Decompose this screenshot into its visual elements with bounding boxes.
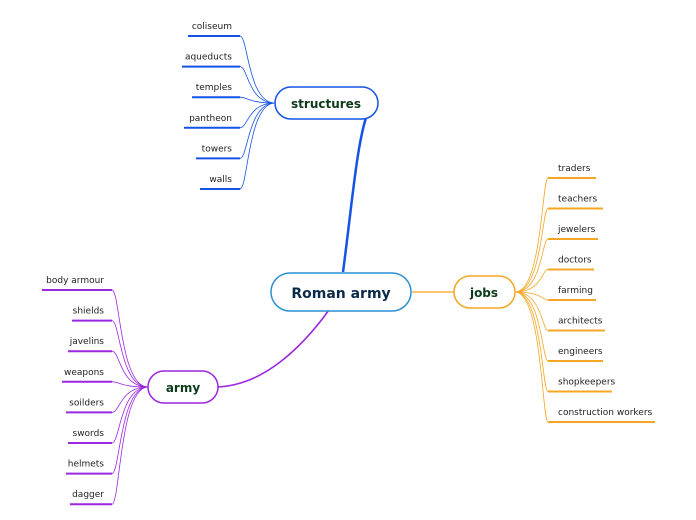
- army-leaf-label[interactable]: shields: [73, 307, 105, 317]
- jobs-leaves: traders teachers jewelers doctors farming arc…: [514, 164, 655, 423]
- army-leaf-label[interactable]: helmets: [68, 460, 105, 470]
- jobs-node-box: [453, 275, 516, 309]
- structures-node-box: [274, 86, 379, 120]
- jobs-leaf-connector: [514, 177, 549, 293]
- jobs-leaf-label[interactable]: construction workers: [558, 408, 653, 418]
- jobs-leaf-label[interactable]: farming: [558, 286, 593, 296]
- structures-node-label: structures: [291, 97, 361, 111]
- structures-node[interactable]: structures: [274, 86, 379, 120]
- jobs-leaf-connector: [514, 208, 549, 293]
- army-leaf-connector: [111, 386, 149, 413]
- army-leaf-connector: [111, 386, 149, 444]
- army-leaf-connector: [111, 350, 149, 388]
- structures-leaf-connector: [239, 96, 276, 104]
- jobs-node[interactable]: jobs: [453, 275, 516, 309]
- army-leaf-connector: [111, 386, 149, 474]
- structures-leaf-label[interactable]: pantheon: [189, 114, 232, 124]
- army-node[interactable]: army: [147, 370, 219, 404]
- central-node-label: Roman army: [291, 286, 390, 302]
- jobs-leaf-connector: [514, 291, 549, 392]
- jobs-leaf-label[interactable]: jewelers: [557, 225, 596, 235]
- jobs-node-label: jobs: [469, 286, 498, 300]
- jobs-leaf-connector: [514, 291, 549, 331]
- jobs-leaf-connector: [514, 269, 549, 293]
- jobs-leaf-label[interactable]: traders: [558, 164, 591, 174]
- army-leaf-connector: [111, 381, 149, 388]
- structures-leaf-connector: [239, 35, 276, 104]
- army-leaf-label[interactable]: dagger: [72, 490, 104, 500]
- structures-leaf-label[interactable]: coliseum: [192, 22, 232, 32]
- army-node-label: army: [166, 381, 201, 395]
- army-leaf-connector: [111, 289, 149, 388]
- army-leaf-label[interactable]: body armour: [46, 276, 104, 286]
- structures-leaf-label[interactable]: aqueducts: [185, 53, 232, 63]
- central-node-box: [270, 272, 412, 312]
- jobs-leaf-connector: [514, 291, 549, 301]
- jobs-leaf-connector: [514, 291, 549, 362]
- structures-leaf-label[interactable]: walls: [209, 175, 232, 185]
- structures-leaf-connector: [239, 102, 276, 159]
- jobs-leaf-connector: [514, 238, 549, 293]
- structures-leaf-label[interactable]: temples: [196, 83, 233, 93]
- army-leaf-label[interactable]: swords: [73, 429, 105, 439]
- army-leaf-connector: [111, 320, 149, 388]
- army-leaf-label[interactable]: javelins: [69, 337, 105, 347]
- jobs-leaf-label[interactable]: doctors: [558, 256, 592, 266]
- structures-leaf-connector: [239, 102, 276, 129]
- jobs-leaf-label[interactable]: teachers: [558, 195, 597, 205]
- army-leaves: body armour shields javelins weapons soilder…: [42, 276, 149, 506]
- structures-leaf-label[interactable]: towers: [202, 144, 233, 154]
- connector-central-structures: [341, 111, 370, 273]
- connector-central-army: [217, 309, 330, 388]
- structures-leaf-connector: [239, 102, 276, 190]
- jobs-leaf-connector: [514, 291, 549, 423]
- structures-leaf-connector: [239, 66, 276, 104]
- central-node[interactable]: Roman army: [270, 272, 412, 312]
- jobs-leaf-label[interactable]: shopkeepers: [558, 378, 616, 388]
- army-leaf-label[interactable]: soilders: [69, 398, 104, 408]
- jobs-leaf-label[interactable]: engineers: [558, 347, 603, 357]
- structures-leaves: coliseum aqueducts temples pantheon towers wa…: [182, 22, 276, 190]
- jobs-leaf-label[interactable]: architects: [558, 317, 603, 327]
- army-leaf-connector: [111, 386, 149, 505]
- army-leaf-label[interactable]: weapons: [64, 368, 104, 378]
- army-node-box: [147, 370, 219, 404]
